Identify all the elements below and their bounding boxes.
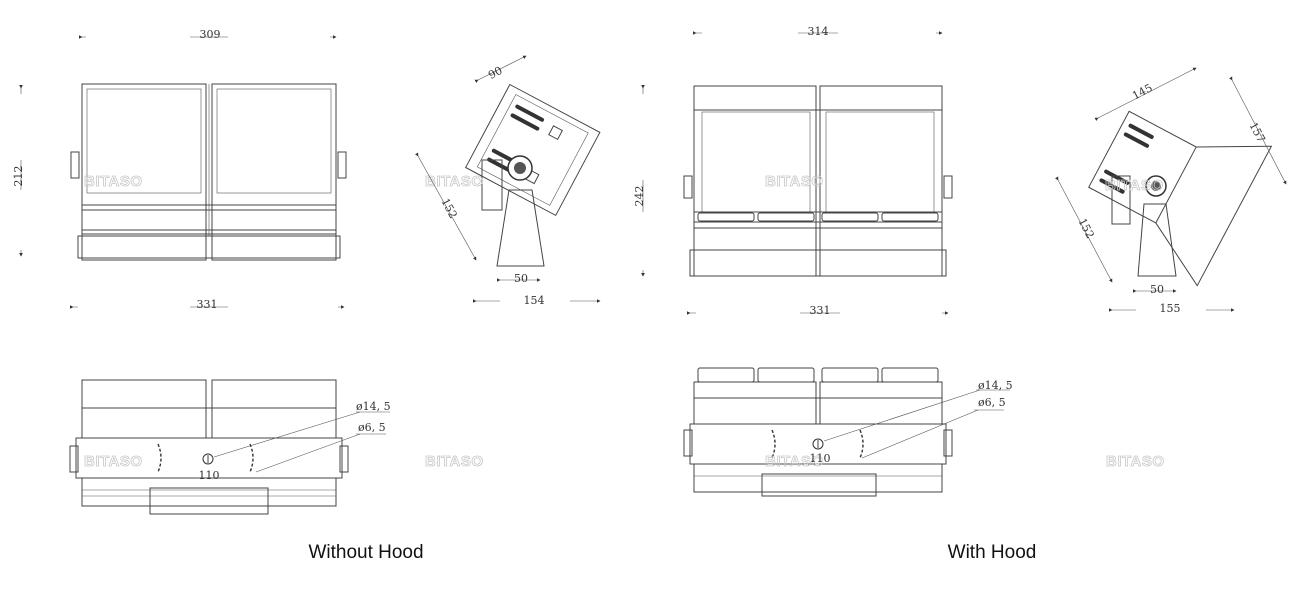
dim-bottom-width: 331 [810, 304, 831, 317]
dim-base-width: 50 [514, 272, 528, 285]
caption-without-hood: Without Hood [308, 542, 423, 563]
hole-small-diameter: ø6, 5 [358, 421, 386, 434]
front-view-with-hood: 314 242 BITASO 331 [633, 25, 953, 317]
dim-bottom-width: 331 [197, 298, 218, 311]
dim-overall-width: 154 [524, 294, 545, 307]
bottom-view-without-hood: BITASO ø14, 5 ø6, 5 110 BITASO [69, 379, 484, 515]
dim-angle-top: 90 [486, 64, 504, 82]
dim-overall-width: 155 [1160, 302, 1181, 315]
caption-with-hood: With Hood [948, 542, 1037, 563]
watermark: BITASO [1105, 177, 1164, 194]
watermark: BITASO [84, 173, 143, 190]
dim-height: 212 [12, 166, 25, 187]
watermark: BITASO [765, 453, 824, 470]
dim-angle-side: 152 [438, 196, 459, 221]
hole-large-diameter: ø14, 5 [978, 379, 1013, 392]
hole-spacing: 110 [199, 469, 220, 482]
dim-top-width: 309 [200, 28, 221, 41]
dim-base-width: 50 [1150, 283, 1164, 296]
dim-angle-side: 152 [1075, 216, 1096, 241]
watermark: BITASO [765, 173, 824, 190]
front-view-without-hood: 309 212 BITASO 331 [12, 28, 347, 311]
dim-height: 242 [633, 186, 646, 207]
side-view-with-hood: BITASO 145 157 152 50 155 [1055, 67, 1287, 315]
dim-hood-top: 145 [1130, 81, 1155, 102]
dim-hood-side: 157 [1246, 120, 1267, 145]
watermark: BITASO [1106, 453, 1165, 470]
hole-spacing: 110 [810, 452, 831, 465]
hole-large-diameter: ø14, 5 [356, 400, 391, 413]
watermark: BITASO [425, 173, 484, 190]
dim-top-width: 314 [808, 25, 829, 38]
watermark: BITASO [84, 453, 143, 470]
hole-small-diameter: ø6, 5 [978, 396, 1006, 409]
watermark: BITASO [425, 453, 484, 470]
side-view-without-hood: BITASO 90 152 50 154 [414, 55, 601, 307]
bottom-view-with-hood: BITASO ø14, 5 ø6, 5 110 BITASO [683, 367, 1165, 497]
